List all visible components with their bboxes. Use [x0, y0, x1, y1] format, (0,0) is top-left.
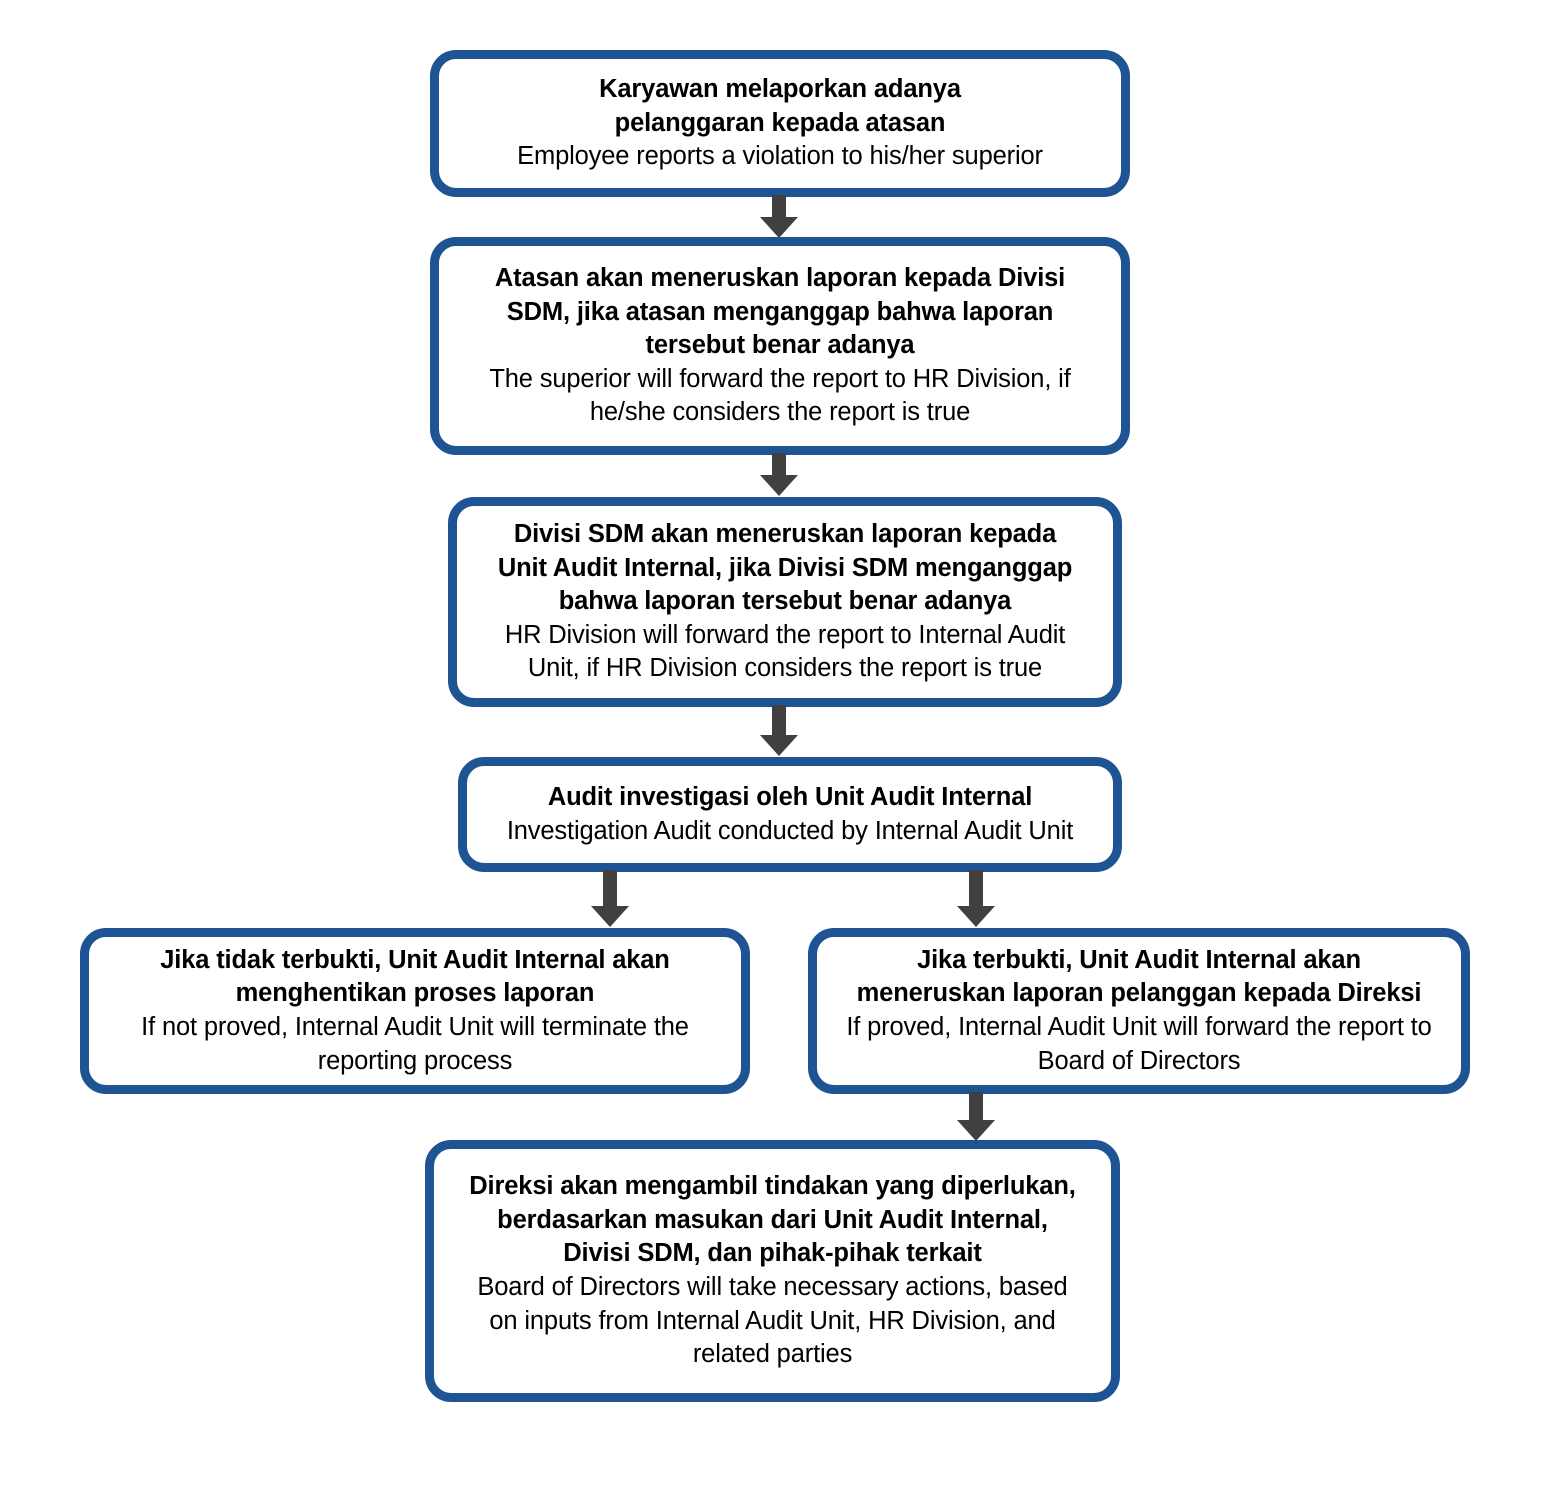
- arrow-audit-to-not-proved: [588, 870, 632, 928]
- flow-node-investigation-audit[interactable]: Audit investigasi oleh Unit Audit Intern…: [458, 757, 1122, 872]
- node-title-id: Divisi SDM akan meneruskan laporan kepad…: [497, 519, 1073, 616]
- node-title-en: Board of Directors will take necessary a…: [477, 1273, 1068, 1369]
- node-title-en: If proved, Internal Audit Unit will forw…: [846, 1013, 1432, 1075]
- flow-node-report[interactable]: Karyawan melaporkan adanya pelanggaran k…: [430, 50, 1130, 197]
- node-title-en: The superior will forward the report to …: [489, 364, 1071, 427]
- flow-node-board-action[interactable]: Direksi akan mengambil tindakan yang dip…: [425, 1140, 1120, 1402]
- arrow-report-to-superior: [757, 195, 801, 239]
- node-title-en: If not proved, Internal Audit Unit will …: [141, 1013, 689, 1075]
- flow-node-proved[interactable]: Jika terbukti, Unit Audit Internal akan …: [808, 928, 1470, 1094]
- node-title-id: Jika terbukti, Unit Audit Internal akan …: [856, 945, 1422, 1008]
- node-title-id: Karyawan melaporkan adanya pelanggaran k…: [599, 75, 961, 137]
- flow-node-hr-forward[interactable]: Divisi SDM akan meneruskan laporan kepad…: [448, 497, 1122, 707]
- arrow-proved-to-board: [954, 1092, 998, 1142]
- node-title-en: Investigation Audit conducted by Interna…: [506, 816, 1074, 845]
- arrow-hr-to-audit: [757, 705, 801, 757]
- node-title-id: Direksi akan mengambil tindakan yang dip…: [469, 1172, 1076, 1268]
- node-title-id: Atasan akan meneruskan laporan kepada Di…: [494, 263, 1066, 360]
- node-title-id: Jika tidak terbukti, Unit Audit Internal…: [160, 945, 670, 1008]
- arrow-audit-to-proved: [954, 870, 998, 928]
- node-title-id: Audit investigasi oleh Unit Audit Intern…: [547, 782, 1033, 811]
- arrow-superior-to-hr: [757, 453, 801, 497]
- node-title-en: Employee reports a violation to his/her …: [517, 142, 1043, 171]
- node-title-en: HR Division will forward the report to I…: [504, 620, 1066, 683]
- flow-node-not-proved[interactable]: Jika tidak terbukti, Unit Audit Internal…: [80, 928, 750, 1094]
- flow-node-superior-forward[interactable]: Atasan akan meneruskan laporan kepada Di…: [430, 237, 1130, 455]
